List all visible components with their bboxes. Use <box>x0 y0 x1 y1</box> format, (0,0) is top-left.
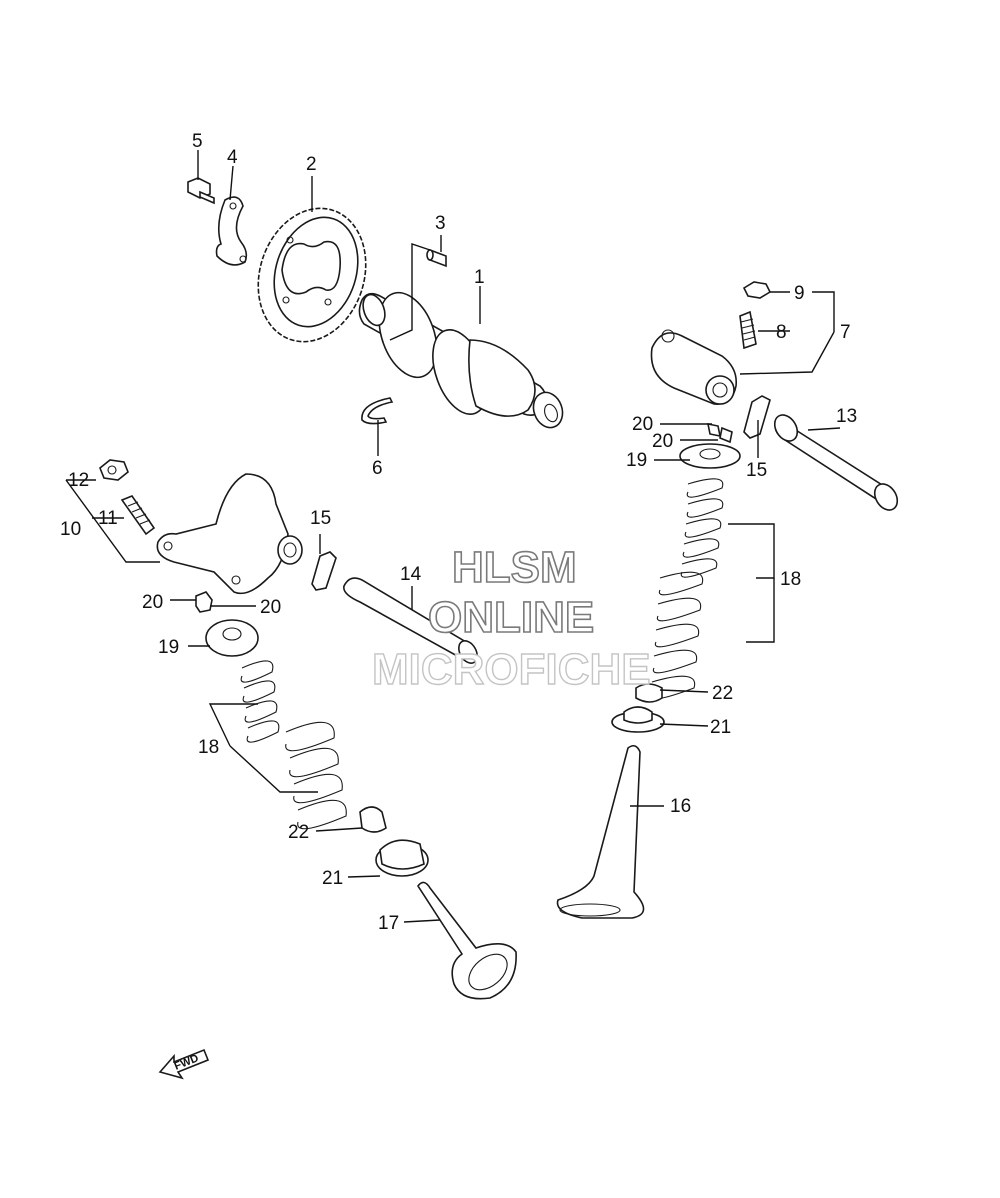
rocker-shaft-part-13[interactable] <box>770 411 902 514</box>
callout-5[interactable]: 5 <box>192 131 203 152</box>
callout-22-left[interactable]: 22 <box>288 822 309 843</box>
valve-stem-seal-part-22-left[interactable] <box>359 806 387 833</box>
callout-14[interactable]: 14 <box>400 564 422 585</box>
watermark-line-2: ONLINE <box>428 593 594 642</box>
callout-12[interactable]: 12 <box>68 470 89 491</box>
inner-valve-spring-part-18-left[interactable] <box>240 660 280 743</box>
cotter-part-20-left[interactable] <box>195 591 213 613</box>
chain-guide-plate-part-4[interactable] <box>215 196 248 266</box>
locknut-part-9[interactable] <box>742 281 772 299</box>
spring-retainer-part-19-right[interactable] <box>679 443 741 469</box>
callout-20-left-a[interactable]: 20 <box>142 592 163 613</box>
callout-15-left[interactable]: 15 <box>310 508 331 529</box>
callout-19-left[interactable]: 19 <box>158 637 179 658</box>
dowel-pin-part-3[interactable] <box>426 248 447 268</box>
callout-21-right[interactable]: 21 <box>710 717 731 738</box>
callout-11[interactable]: 11 <box>98 508 118 529</box>
bolt-part-5[interactable] <box>187 177 215 205</box>
callout-18-right[interactable]: 18 <box>780 569 801 590</box>
inner-valve-spring-part-18-right[interactable] <box>680 478 724 578</box>
watermark: HLSM ONLINE MICROFICHE <box>371 542 651 695</box>
callout-10[interactable]: 10 <box>60 519 81 540</box>
callout-18-left[interactable]: 18 <box>198 737 219 758</box>
oring-part-15-left[interactable] <box>311 551 337 591</box>
spring-seat-part-21-right[interactable] <box>611 706 665 733</box>
callout-1[interactable]: 1 <box>474 267 485 288</box>
outer-valve-spring-part-18-right[interactable] <box>650 571 704 700</box>
camshaft-part-1[interactable] <box>358 285 567 432</box>
callout-6[interactable]: 6 <box>372 458 383 479</box>
callout-20-right-bottom[interactable]: 20 <box>652 431 673 452</box>
leader-lines <box>65 150 841 923</box>
callout-19-right[interactable]: 19 <box>626 450 647 471</box>
callout-9[interactable]: 9 <box>794 283 805 304</box>
adjust-screw-part-8[interactable] <box>739 310 757 350</box>
callout-20-left-b[interactable]: 20 <box>260 597 281 618</box>
callout-labels: 5 4 2 3 1 6 9 8 7 13 20 20 19 15 18 22 2… <box>60 131 857 934</box>
rocker-shaft-part-14[interactable] <box>343 577 481 666</box>
cam-sprocket-part-2[interactable] <box>242 194 383 355</box>
callout-8[interactable]: 8 <box>776 322 787 343</box>
locknut-part-12[interactable] <box>99 459 129 481</box>
callout-22-right[interactable]: 22 <box>712 683 733 704</box>
spring-seat-part-21-left[interactable] <box>375 839 429 877</box>
callout-21-left[interactable]: 21 <box>322 868 343 889</box>
callout-16[interactable]: 16 <box>670 796 691 817</box>
intake-valve-part-16[interactable] <box>556 744 645 919</box>
callout-17[interactable]: 17 <box>378 913 399 934</box>
fwd-arrow-icon: FWD <box>158 1048 210 1080</box>
cotter-part-20-right[interactable] <box>706 422 733 444</box>
exhaust-valve-part-17[interactable] <box>417 881 517 1000</box>
callout-20-right-top[interactable]: 20 <box>632 414 653 435</box>
callout-3[interactable]: 3 <box>435 213 446 234</box>
adjust-screw-part-11[interactable] <box>120 495 156 536</box>
fwd-label: FWD <box>173 1052 201 1073</box>
circlip-part-6[interactable] <box>361 397 394 425</box>
valve-stem-seal-part-22-right[interactable] <box>635 683 663 703</box>
callout-7[interactable]: 7 <box>840 322 851 343</box>
callout-15-right[interactable]: 15 <box>746 460 767 481</box>
rocker-arm-part-7[interactable] <box>650 329 738 405</box>
watermark-line-1: HLSM <box>452 543 577 592</box>
spring-retainer-part-19-left[interactable] <box>205 619 259 657</box>
callout-4[interactable]: 4 <box>227 147 238 168</box>
watermark-line-3: MICROFICHE <box>372 645 651 694</box>
outer-valve-spring-part-18-left[interactable] <box>285 721 347 830</box>
callout-13[interactable]: 13 <box>836 406 857 427</box>
oring-part-15-right[interactable] <box>743 395 771 439</box>
rocker-arm-part-10[interactable] <box>156 473 303 595</box>
callout-2[interactable]: 2 <box>306 154 317 175</box>
